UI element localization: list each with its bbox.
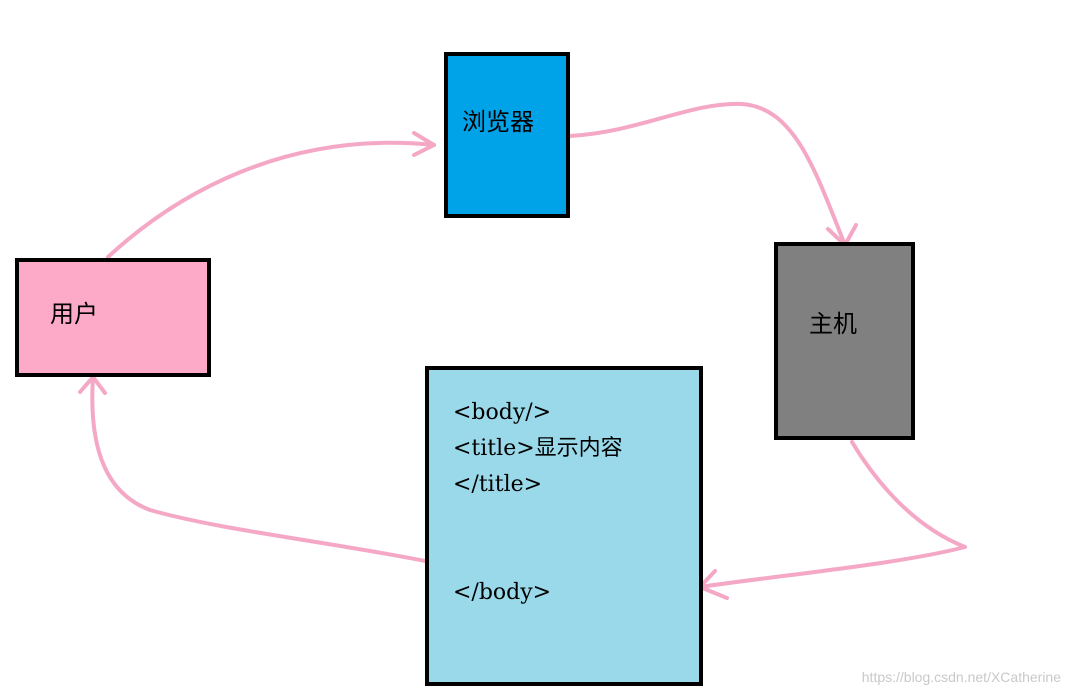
browser-node: 浏览器 [444,52,570,218]
arrow-host-to-content [698,440,967,589]
watermark-text: https://blog.csdn.net/XCatherine [861,669,1061,685]
arrowhead-user [78,375,107,395]
body-close-line: </body> [453,580,552,605]
html-content-node: <body/> <title>显示内容 </title> </body> [425,366,703,686]
browser-label: 浏览器 [462,108,534,136]
body-open-line: <body/> [453,400,552,425]
title-open-line: <title>显示内容 [453,436,623,461]
title-close-line: </title> [453,472,543,497]
host-node: 主机 [774,242,915,440]
arrow-browser-to-host [568,101,847,247]
arrow-content-to-user [90,375,427,563]
user-node: 用户 [15,258,211,377]
host-label: 主机 [809,310,857,338]
user-label: 用户 [50,300,98,328]
arrow-user-to-browser [106,140,436,259]
arrowhead-browser [412,131,436,157]
